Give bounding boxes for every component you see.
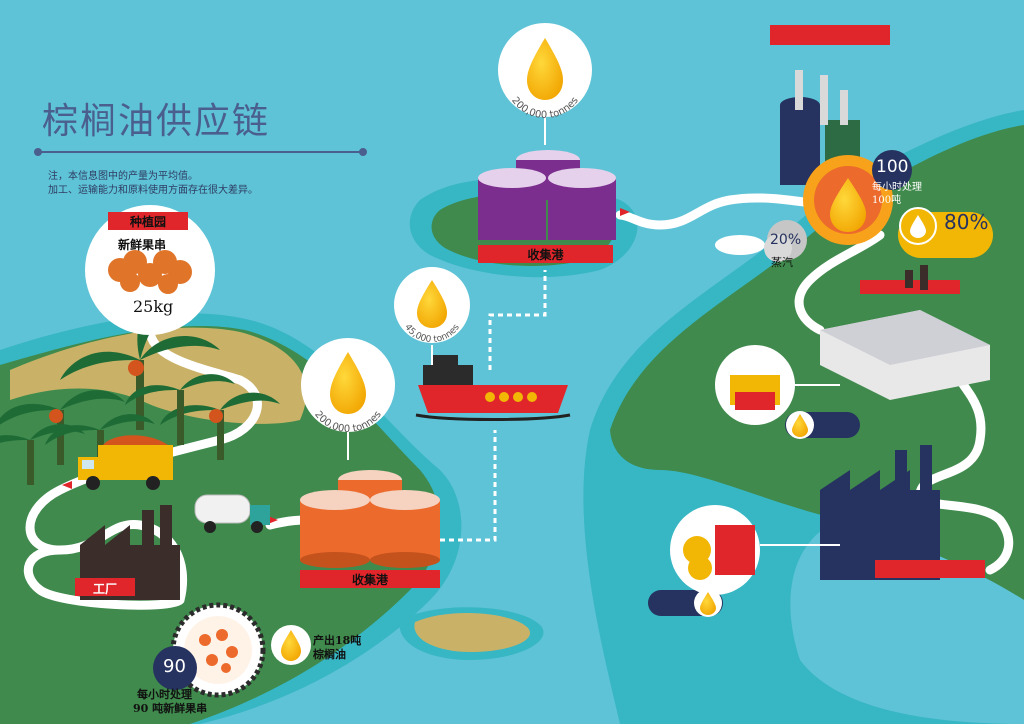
shipping-route (440, 270, 547, 542)
steam-percent: 20% (770, 232, 802, 248)
ship-capacity-label: 45,000 tonnes (402, 322, 462, 345)
plantation-label: 种植园 (129, 215, 166, 229)
factory-rate-number: 90 (163, 656, 186, 677)
port1-capacity-label: 200,000 tonnes (312, 409, 384, 435)
cargo-ship (415, 355, 571, 421)
tanker-truck (194, 494, 270, 533)
factory-output-line1: 产出18吨 (313, 634, 362, 647)
fruit-weight: 25kg (133, 297, 174, 316)
warehouse (820, 265, 990, 400)
oil-yield-percent: 80% (944, 210, 989, 234)
port1-tanks (300, 470, 440, 588)
capacity-callouts (301, 23, 840, 595)
palm-trees (0, 300, 280, 485)
refinery-ribbon (770, 25, 890, 45)
steam-label: 蒸汽 (771, 256, 793, 269)
port1-label: 收集港 (351, 573, 388, 587)
note-line-1: 注，本信息图中的产量为平均值。 (48, 171, 198, 182)
port2-label: 收集港 (527, 248, 564, 262)
note-line-2: 加工、运输能力和原料使用方面存在很大差异。 (48, 185, 258, 196)
factory-rate-line1: 每小时处理 (137, 688, 192, 701)
mill-factory (75, 505, 180, 600)
title-divider (34, 148, 367, 156)
refinery-rate-line2: 100吨 (872, 195, 902, 206)
factory-label: 工厂 (92, 582, 117, 596)
factory-output-line2: 棕榈油 (313, 648, 346, 661)
page-title: 棕榈油供应链 (42, 101, 271, 142)
port2-capacity-label: 200,000 tonnes (509, 95, 581, 121)
factory-rate-line2: 90 吨新鲜果串 (133, 702, 208, 715)
refinery-rate-number: 100 (876, 157, 909, 177)
salt-pile (715, 235, 765, 255)
port2-tanks (478, 150, 616, 263)
fruit-truck (78, 435, 173, 490)
food-factory (820, 445, 985, 580)
plantation-ribbon (108, 212, 188, 230)
fresh-fruit-label: 新鲜果串 (118, 238, 167, 252)
disclaimer-note: 注，本信息图中的产量为平均值。 加工、运输能力和原料使用方面存在很大差异。 (48, 170, 258, 198)
refinery-rate-line1: 每小时处理 (872, 182, 922, 193)
